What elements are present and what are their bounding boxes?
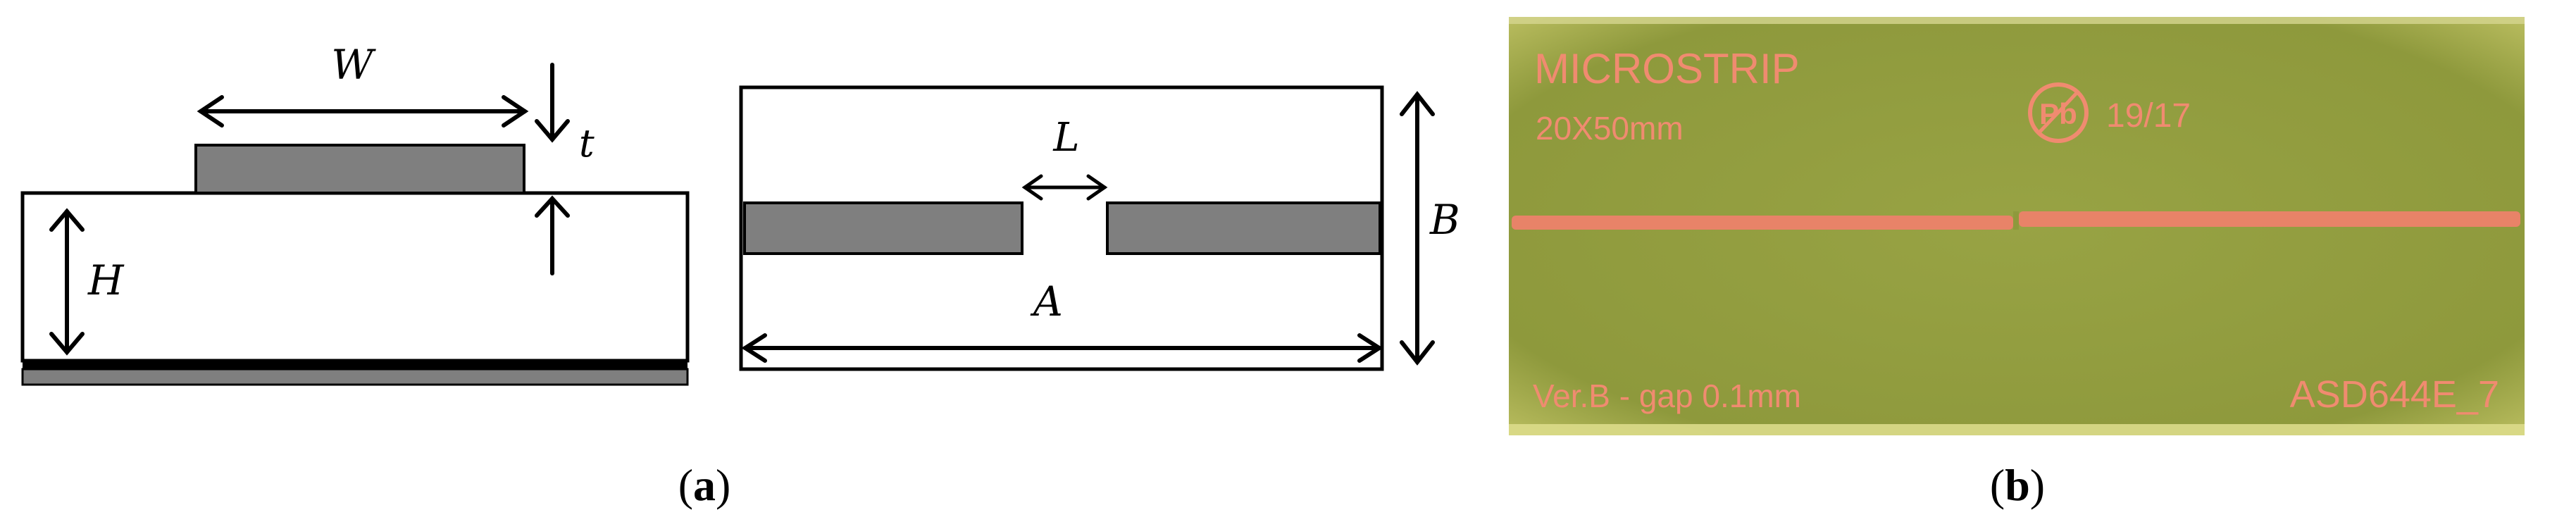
pcb-version-note: Ver.B - gap 0.1mm	[1533, 378, 1801, 414]
pcb-part-code: ASD644E_7	[2290, 373, 2499, 416]
caption-b: (b)	[1990, 460, 2045, 510]
gap-label: L	[1052, 115, 1079, 161]
thickness-arrows	[535, 63, 570, 275]
lead-free-symbol: Pb	[2028, 82, 2089, 143]
strip-conductor	[194, 144, 525, 194]
right-strip	[1106, 201, 1381, 255]
board-width-dimension-arrow	[1400, 91, 1435, 366]
pcb-photo: MICROSTRIP 20X50mm Pb 19/17 Ver.B - gap …	[1509, 17, 2525, 435]
microstrip-gap	[2013, 211, 2019, 230]
pcb-size: 20X50mm	[1536, 110, 1684, 147]
width-label: W	[331, 41, 376, 89]
caption-a: (a)	[678, 460, 731, 510]
height-label: H	[87, 256, 125, 304]
top-view-diagram: L A B	[739, 85, 1460, 371]
ground-plane	[21, 368, 689, 386]
length-dimension-arrow	[741, 333, 1383, 363]
gap-dimension-arrow	[1021, 174, 1108, 201]
pcb-date-code: 19/17	[2106, 97, 2191, 135]
pcb-top-edge	[1509, 17, 2525, 24]
width-dimension-arrow	[197, 95, 529, 128]
length-label: A	[1030, 278, 1063, 325]
pcb-title: MICROSTRIP	[1534, 45, 1800, 92]
microstrip-line-left	[1512, 216, 2013, 230]
microstrip-line-right	[2019, 211, 2520, 227]
ground-plane-line	[23, 359, 687, 369]
substrate	[20, 191, 690, 363]
height-dimension-arrow	[49, 208, 85, 356]
svg-text:Pb: Pb	[2039, 97, 2077, 130]
board-width-label: B	[1429, 196, 1460, 244]
cross-section-diagram: W t H	[20, 41, 690, 386]
left-strip	[743, 201, 1023, 255]
pcb-bottom-edge	[1509, 424, 2525, 435]
thickness-label: t	[579, 121, 595, 166]
